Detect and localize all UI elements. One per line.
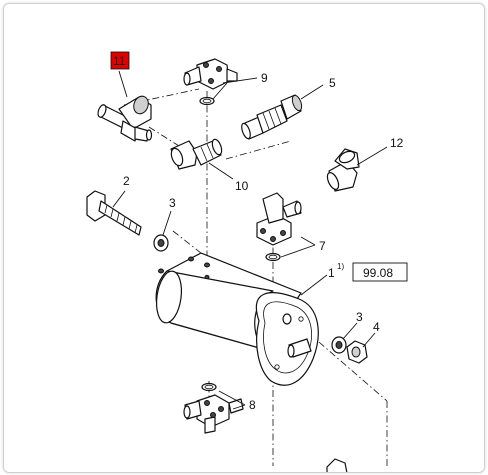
callout-4[interactable]: 4: [373, 320, 380, 334]
callout-9[interactable]: 9: [261, 71, 268, 85]
part-10-elbow-fitting[interactable]: [169, 138, 223, 170]
callout-2[interactable]: 2: [123, 174, 130, 188]
callout-1-superscript: 1): [337, 262, 344, 271]
callout-labels: 11 9 5 12 10 2 3 7 1 1) 99.08 3 4 8: [110, 51, 408, 412]
callout-3-upper[interactable]: 3: [169, 196, 176, 210]
part-9-banjo-block[interactable]: [183, 58, 238, 106]
partial-part-bottom: [326, 458, 348, 472]
leader-lines: [112, 70, 388, 410]
part-2-bolt[interactable]: [86, 190, 142, 236]
exploded-parts-diagram: 11 9 5 12 10 2 3 7 1 1) 99.08 3 4 8: [86, 51, 408, 472]
part-7-banjo-block[interactable]: [256, 192, 302, 262]
callout-1[interactable]: 1: [328, 266, 335, 280]
part-11-tee-fitting[interactable]: [96, 94, 153, 142]
version-box: [352, 262, 408, 282]
callout-12[interactable]: 12: [390, 136, 404, 150]
part-4-nut[interactable]: [346, 340, 368, 364]
callout-8[interactable]: 8: [249, 398, 256, 412]
highlight-callout-box: [110, 51, 130, 70]
version-label: 99.08: [363, 266, 393, 280]
part-3-washer-upper[interactable]: [153, 234, 169, 252]
callout-7[interactable]: 7: [319, 239, 326, 253]
callout-11[interactable]: 11: [113, 54, 126, 68]
part-12-elbow[interactable]: [325, 148, 360, 192]
part-8-banjo-block[interactable]: [183, 382, 244, 434]
callout-10[interactable]: 10: [235, 179, 249, 193]
diagram-frame: 11 9 5 12 10 2 3 7 1 1) 99.08 3 4 8: [3, 3, 485, 473]
callout-3-lower[interactable]: 3: [356, 310, 363, 324]
callout-5[interactable]: 5: [329, 76, 336, 90]
part-5-straight-connector[interactable]: [240, 94, 304, 140]
part-1-cylinder[interactable]: [153, 252, 319, 386]
part-3-washer-lower[interactable]: [331, 336, 347, 354]
